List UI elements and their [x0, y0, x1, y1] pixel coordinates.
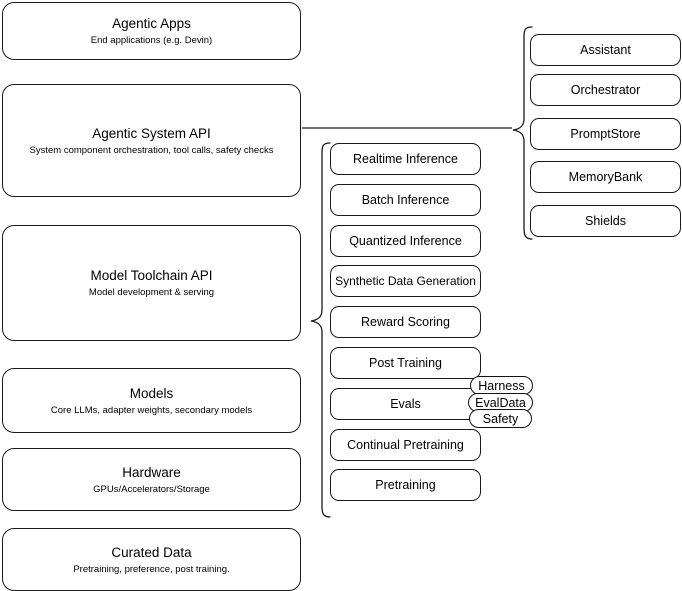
layer-title: Hardware [122, 464, 181, 480]
toolchain-item-evals[interactable]: Evals [330, 388, 481, 420]
toolchain-item-label: Post Training [369, 356, 442, 370]
layer-subtitle: Pretraining, preference, post training. [73, 563, 230, 575]
layer-subtitle: End applications (e.g. Devin) [90, 35, 213, 46]
toolchain-item-reward-scoring[interactable]: Reward Scoring [330, 306, 481, 338]
layer-subtitle: System component orchestration, tool cal… [29, 144, 274, 156]
system-item-label: MemoryBank [568, 170, 643, 184]
system-item-assistant[interactable]: Assistant [530, 34, 681, 66]
eval-pill-safety[interactable]: Safety [469, 409, 532, 428]
toolchain-item-label: Reward Scoring [361, 315, 450, 329]
layer-title: Curated Data [111, 544, 192, 560]
toolchain-item-continual-pretraining[interactable]: Continual Pretraining [330, 429, 481, 461]
toolchain-item-label: Evals [390, 397, 421, 411]
layer-title: Agentic Apps [112, 16, 191, 31]
eval-pill-label: Safety [482, 411, 519, 426]
eval-pill-evaldata[interactable]: EvalData [468, 393, 533, 412]
toolchain-item-label: Synthetic Data Generation [335, 274, 476, 288]
toolchain-item-quantized-inference[interactable]: Quantized Inference [330, 225, 481, 257]
layer-subtitle: Model development & serving [88, 287, 215, 298]
toolchain-item-batch-inference[interactable]: Batch Inference [330, 184, 481, 216]
eval-pill-label: EvalData [475, 395, 526, 410]
toolchain-item-pretraining[interactable]: Pretraining [330, 469, 481, 501]
layer-subtitle: Core LLMs, adapter weights, secondary mo… [50, 404, 253, 416]
toolchain-item-label: Pretraining [375, 478, 436, 492]
layer-subtitle: GPUs/Accelerators/Storage [93, 483, 210, 495]
system-item-promptstore[interactable]: PromptStore [530, 118, 681, 150]
eval-pill-harness[interactable]: Harness [470, 376, 533, 395]
toolchain-item-label: Continual Pretraining [347, 438, 464, 452]
layer-hardware[interactable]: Hardware GPUs/Accelerators/Storage [2, 448, 301, 511]
toolchain-item-label: Quantized Inference [349, 234, 462, 248]
toolchain-item-post-training[interactable]: Post Training [330, 347, 481, 379]
eval-pill-label: Harness [478, 378, 525, 393]
system-item-orchestrator[interactable]: Orchestrator [530, 74, 681, 106]
system-item-label: PromptStore [570, 127, 641, 141]
layer-agentic-system-api[interactable]: Agentic System API System component orch… [2, 84, 301, 197]
layer-agentic-apps[interactable]: Agentic Apps End applications (e.g. Devi… [2, 2, 301, 60]
toolchain-item-label: Realtime Inference [353, 152, 458, 166]
brace-toolchain-components [306, 140, 332, 522]
system-item-shields[interactable]: Shields [530, 205, 681, 237]
layer-curated-data[interactable]: Curated Data Pretraining, preference, po… [2, 528, 301, 591]
layer-title: Models [129, 385, 174, 401]
toolchain-item-synthetic-data-generation[interactable]: Synthetic Data Generation [330, 265, 481, 297]
connector-system-api-to-components [300, 118, 522, 140]
layer-model-toolchain-api[interactable]: Model Toolchain API Model development & … [2, 225, 301, 341]
toolchain-item-label: Batch Inference [361, 193, 450, 207]
system-item-label: Shields [585, 214, 626, 228]
system-item-label: Orchestrator [570, 83, 641, 97]
layer-models[interactable]: Models Core LLMs, adapter weights, secon… [2, 368, 301, 433]
layer-title: Model Toolchain API [90, 268, 213, 283]
layer-title: Agentic System API [92, 125, 211, 141]
toolchain-item-realtime-inference[interactable]: Realtime Inference [330, 143, 481, 175]
system-item-label: Assistant [580, 43, 631, 57]
system-item-memorybank[interactable]: MemoryBank [530, 161, 681, 193]
